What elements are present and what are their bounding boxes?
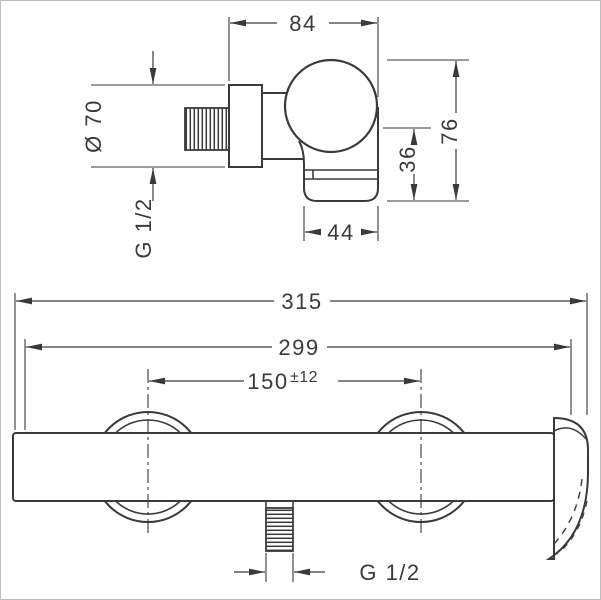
mixer-bar <box>12 432 555 502</box>
front-view: 315 299 150 ±12 G 1/2 <box>12 289 589 585</box>
dim-thread-g12-bottom: G 1/2 <box>234 553 420 585</box>
outlet-pipe-thread <box>265 507 294 552</box>
thread-label-g12-side: G 1/2 <box>131 197 156 258</box>
thread-label-g12-bottom: G 1/2 <box>359 560 420 585</box>
side-view: 84 Ø 70 G 1/2 76 36 <box>81 11 469 259</box>
dim-spout-36: 36 <box>383 127 431 200</box>
dim-spout-width-44: 44 <box>303 206 379 245</box>
dim-label-299: 299 <box>278 335 319 360</box>
dim-spacing-150: 150 ±12 <box>147 369 422 533</box>
dim-label-315: 315 <box>281 289 322 314</box>
dim-body-299: 299 <box>24 335 572 430</box>
dim-label-diameter-70: Ø 70 <box>81 99 106 153</box>
valve-body-circle <box>283 58 379 154</box>
dim-label-tolerance: ±12 <box>290 369 318 386</box>
dim-label-76: 76 <box>437 117 462 144</box>
handle-top-edge <box>553 427 587 440</box>
dim-total-315: 315 <box>14 289 588 430</box>
dim-label-44: 44 <box>327 220 354 245</box>
handle <box>545 416 589 560</box>
dim-width-84: 84 <box>228 11 379 97</box>
inlet-thread-pipe <box>184 107 230 151</box>
dim-label-36: 36 <box>395 145 420 172</box>
dim-label-150: 150 <box>247 369 288 394</box>
dim-diameter-70: Ø 70 <box>81 51 225 201</box>
dim-label-84: 84 <box>289 11 316 36</box>
handle-shading <box>550 478 583 548</box>
dim-height-76: 76 <box>387 59 469 202</box>
wall-plate <box>228 84 263 168</box>
handle-shading <box>559 500 588 553</box>
